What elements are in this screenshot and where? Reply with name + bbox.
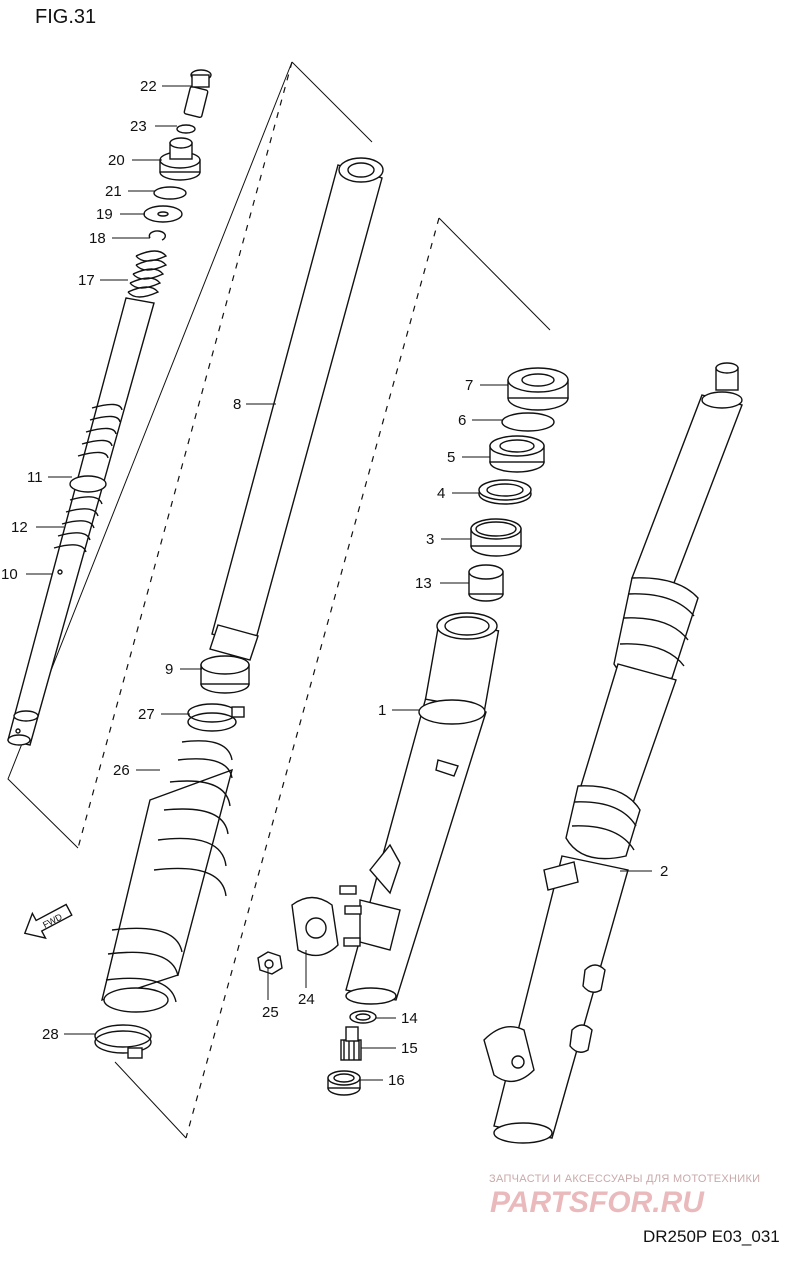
inner-tube-8 xyxy=(209,157,384,661)
inner-tube-assembly xyxy=(94,157,384,1059)
clamp-28 xyxy=(94,1024,152,1059)
callout-2: 2 xyxy=(660,863,668,880)
callout-25: 25 xyxy=(262,1004,279,1021)
watermark-tagline: ЗАПЧАСТИ И АКСЕССУАРЫ ДЛЯ МОТОТЕХНИКИ xyxy=(489,1173,760,1185)
callout-1: 1 xyxy=(378,702,386,719)
callout-8: 8 xyxy=(233,396,241,413)
watermark: ЗАПЧАСТИ И АКСЕССУАРЫ ДЛЯ МОТОТЕХНИКИ PA… xyxy=(489,1173,760,1219)
gasket-14 xyxy=(349,1010,377,1024)
fwd-arrow-icon: FWD xyxy=(23,903,73,940)
callout-5: 5 xyxy=(447,449,455,466)
circlip-18 xyxy=(148,230,166,241)
outer-tube-1 xyxy=(345,612,500,1005)
cap-bolt-20 xyxy=(159,137,201,181)
callout-10: 10 xyxy=(1,566,18,583)
damper-rod-10 xyxy=(7,297,155,746)
dust-seal-7 xyxy=(507,367,569,411)
gasket-16 xyxy=(327,1070,361,1096)
axle-holder-24 xyxy=(257,885,362,975)
callout-13: 13 xyxy=(415,575,432,592)
callout-26: 26 xyxy=(113,762,130,779)
callout-20: 20 xyxy=(108,152,125,169)
callout-7: 7 xyxy=(465,377,473,394)
callout-6: 6 xyxy=(458,412,466,429)
callout-28: 28 xyxy=(42,1026,59,1043)
washer-4 xyxy=(478,479,532,505)
damper-rod-assembly xyxy=(7,69,212,746)
seal-stack xyxy=(468,367,569,602)
exploded-view-lines xyxy=(7,61,551,1139)
callout-14: 14 xyxy=(401,1010,418,1027)
callout-18: 18 xyxy=(89,230,106,247)
figure-title: FIG.31 xyxy=(35,6,96,28)
clamp-27 xyxy=(187,703,245,732)
dust-boot-26 xyxy=(101,740,234,1013)
callout-27: 27 xyxy=(138,706,155,723)
front-fork-2 xyxy=(483,362,743,1144)
bottom-small-parts xyxy=(327,1010,377,1096)
callout-17: 17 xyxy=(78,272,95,289)
stopper-ring-6 xyxy=(501,412,555,432)
bushing-13 xyxy=(468,564,504,602)
callout-12: 12 xyxy=(11,519,28,536)
callout-19: 19 xyxy=(96,206,113,223)
callout-9: 9 xyxy=(165,661,173,678)
callout-3: 3 xyxy=(426,531,434,548)
o-ring-21 xyxy=(153,186,187,200)
watermark-brand: PARTSFOR.RU xyxy=(490,1186,705,1219)
bushing-3 xyxy=(470,518,522,557)
nut-25 xyxy=(257,951,283,975)
figure-code: DR250P E03_031 xyxy=(643,1227,780,1246)
washer-23 xyxy=(176,124,196,134)
bushing-9 xyxy=(200,655,250,694)
callout-4: 4 xyxy=(437,485,445,502)
callout-21: 21 xyxy=(105,183,122,200)
callout-23: 23 xyxy=(130,118,147,135)
bolt-22 xyxy=(183,69,212,119)
oil-seal-5 xyxy=(489,435,545,473)
callout-22: 22 xyxy=(140,78,157,95)
callout-16: 16 xyxy=(388,1072,405,1089)
callout-labels: 22 23 20 21 19 18 17 11 12 10 8 9 27 26 … xyxy=(1,78,668,1089)
leader-lines xyxy=(26,85,652,1081)
spring-17 xyxy=(127,250,168,298)
bolt-15 xyxy=(340,1026,362,1061)
callout-15: 15 xyxy=(401,1040,418,1057)
callout-24: 24 xyxy=(298,991,315,1008)
callout-11: 11 xyxy=(27,469,43,486)
